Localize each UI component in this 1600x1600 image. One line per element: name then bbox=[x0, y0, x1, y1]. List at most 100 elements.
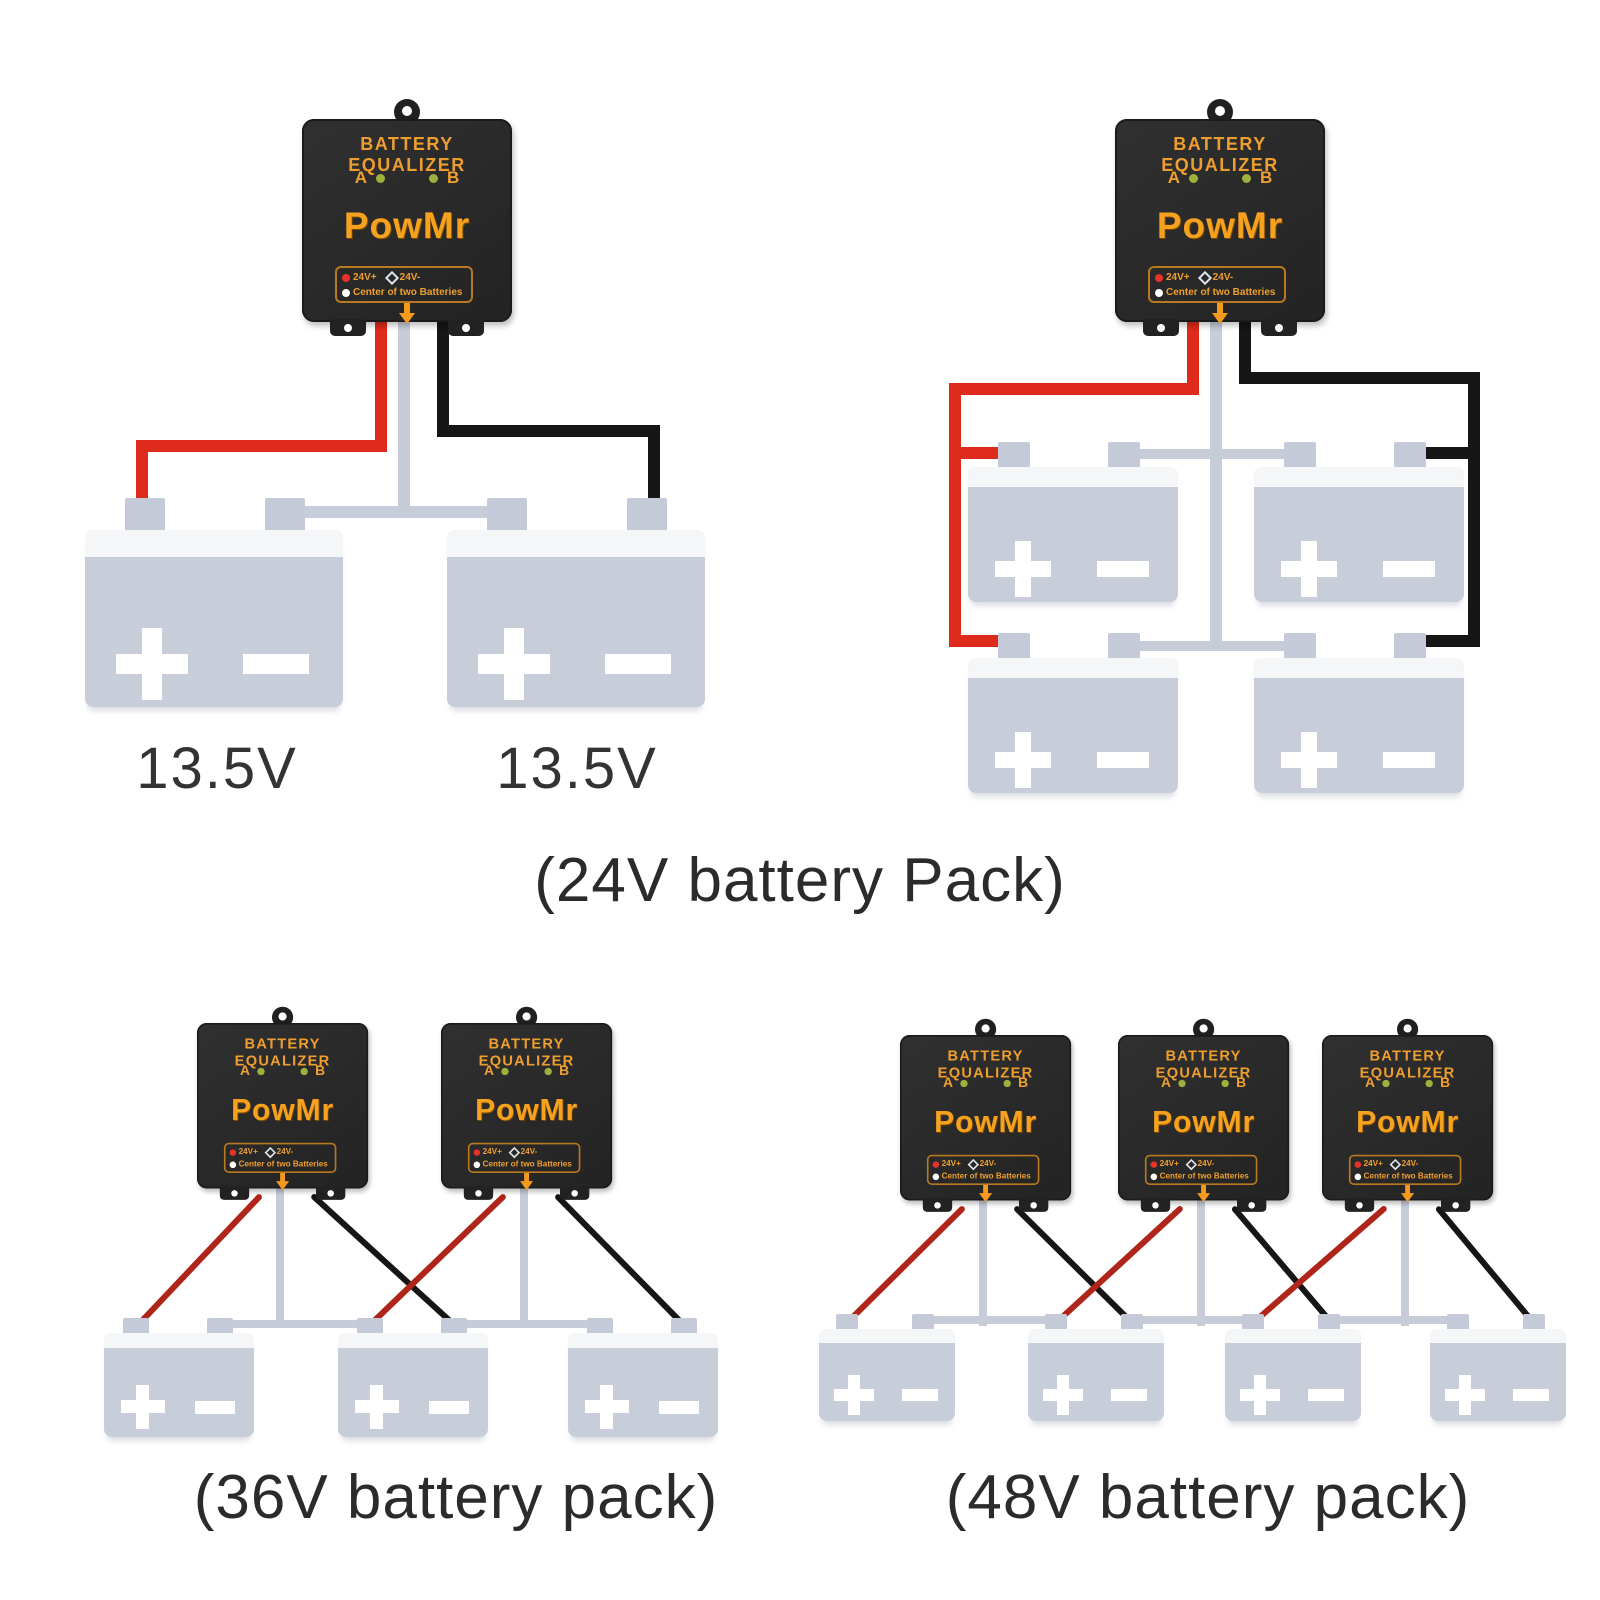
device-title: BATTERY EQUALIZER bbox=[1359, 1047, 1456, 1081]
battery-top-band bbox=[568, 1333, 718, 1348]
red-wire-segment bbox=[1187, 322, 1199, 395]
mounting-foot-icon bbox=[559, 1186, 590, 1200]
battery-positive-terminal bbox=[1447, 1314, 1469, 1331]
battery-24vpack-1 bbox=[968, 442, 1178, 602]
battery-negative-terminal bbox=[1394, 442, 1426, 469]
gray-wire-segment bbox=[979, 1200, 987, 1326]
red-wire-segment bbox=[949, 383, 1199, 395]
battery-positive-terminal bbox=[1242, 1314, 1264, 1331]
led-b-icon bbox=[544, 1067, 552, 1075]
mounting-foot-icon bbox=[1018, 1198, 1049, 1212]
led-a-icon bbox=[1178, 1079, 1186, 1087]
minus-symbol bbox=[429, 1401, 469, 1414]
battery-top-band bbox=[85, 530, 343, 557]
battery-36vpack-1 bbox=[104, 1318, 254, 1437]
led-b-label: B bbox=[1236, 1074, 1247, 1091]
white-terminal-dot-icon bbox=[1354, 1173, 1362, 1180]
equalizer-48v-2: BATTERY EQUALIZER A B PowMr 24V+ 24V- Ce bbox=[1118, 1018, 1290, 1212]
gray-wire-segment bbox=[1210, 322, 1222, 651]
battery-body bbox=[1225, 1329, 1361, 1421]
plus-symbol bbox=[1281, 732, 1337, 788]
mounting-foot-icon bbox=[1440, 1198, 1471, 1212]
gray-wire-segment bbox=[520, 1188, 528, 1328]
battery-positive-terminal bbox=[487, 498, 527, 532]
mounting-foot-icon bbox=[330, 319, 366, 336]
neg-terminal-label: 24V- bbox=[1212, 272, 1234, 283]
plus-symbol bbox=[585, 1385, 629, 1429]
pos-terminal-label: 24V+ bbox=[1159, 1159, 1179, 1169]
led-indicator-row: A B bbox=[1118, 1075, 1289, 1091]
device-body: BATTERY EQUALIZER A B PowMr 24V+ 24V- Ce bbox=[1115, 119, 1325, 336]
minus-symbol bbox=[243, 654, 309, 674]
gray-wire-segment bbox=[398, 322, 410, 518]
device-title: BATTERY EQUALIZER bbox=[1161, 134, 1279, 175]
plus-symbol bbox=[1281, 541, 1337, 597]
pos-terminal-label: 24V+ bbox=[941, 1159, 961, 1169]
battery-positive-terminal bbox=[357, 1318, 383, 1335]
red-terminal-dot-icon bbox=[229, 1148, 237, 1156]
device-body: BATTERY EQUALIZER A B PowMr 24V+ 24V- Ce bbox=[1118, 1035, 1290, 1212]
led-a-icon bbox=[960, 1079, 968, 1087]
battery-body bbox=[447, 530, 705, 707]
caption-48v-pack: (48V battery pack) bbox=[945, 1463, 1471, 1532]
led-indicator-row: A B bbox=[1115, 168, 1325, 188]
battery-top-band bbox=[1430, 1329, 1566, 1343]
mounting-foot-icon bbox=[1261, 319, 1297, 336]
red-terminal-dot-icon bbox=[1354, 1160, 1362, 1168]
plus-symbol bbox=[995, 732, 1051, 788]
battery-negative-terminal bbox=[207, 1318, 233, 1335]
white-terminal-dot-icon bbox=[342, 288, 350, 297]
led-a-label: A bbox=[1160, 1074, 1171, 1091]
led-b-label: B bbox=[315, 1062, 326, 1079]
device-body: BATTERY EQUALIZER A B PowMr 24V+ 24V- Ce bbox=[1322, 1035, 1494, 1212]
mounting-foot-icon bbox=[463, 1186, 494, 1200]
pos-terminal-label: 24V+ bbox=[1363, 1159, 1383, 1169]
led-b-label: B bbox=[1018, 1074, 1029, 1091]
device-body: BATTERY EQUALIZER A B PowMr 24V+ 24V- Ce bbox=[900, 1035, 1072, 1212]
led-b-label: B bbox=[447, 168, 460, 187]
neg-terminal-label: 24V- bbox=[979, 1159, 997, 1169]
led-b-icon bbox=[1425, 1079, 1433, 1087]
pos-terminal-label: 24V+ bbox=[353, 272, 377, 283]
terminal-label-line2: Center of two Batteries bbox=[229, 1158, 331, 1170]
battery-positive-terminal bbox=[998, 633, 1030, 660]
brand-logo: PowMr bbox=[343, 205, 471, 246]
battery-48vpack-2 bbox=[1028, 1314, 1164, 1421]
diamond-icon bbox=[264, 1146, 276, 1158]
battery-48vpack-1 bbox=[819, 1314, 955, 1421]
black-wire-segment bbox=[437, 322, 449, 437]
equalizer-48v-3: BATTERY EQUALIZER A B PowMr 24V+ 24V- Ce bbox=[1322, 1018, 1494, 1212]
led-b-icon bbox=[1242, 173, 1251, 183]
diamond-icon bbox=[967, 1158, 979, 1170]
battery-equalizer-device: BATTERY EQUALIZER A B PowMr 24V+ 24V- Ce bbox=[441, 1006, 613, 1200]
led-a-icon bbox=[501, 1067, 509, 1075]
minus-symbol bbox=[1383, 561, 1435, 577]
battery-body bbox=[1430, 1329, 1566, 1421]
terminal-label-line2: Center of two Batteries bbox=[1354, 1170, 1456, 1182]
down-arrow-icon bbox=[979, 1184, 993, 1203]
black-wire-segment bbox=[1468, 372, 1480, 647]
terminal-label-box: 24V+ 24V- Center of two Batteries bbox=[223, 1142, 337, 1173]
red-terminal-dot-icon bbox=[1150, 1160, 1158, 1168]
white-terminal-dot-icon bbox=[1150, 1173, 1158, 1180]
terminal-label-line2: Center of two Batteries bbox=[473, 1158, 575, 1170]
battery-body bbox=[338, 1333, 488, 1437]
minus-symbol bbox=[605, 654, 671, 674]
device-title: BATTERY EQUALIZER bbox=[348, 134, 466, 175]
battery-top-band bbox=[1225, 1329, 1361, 1343]
gray-wire-segment bbox=[1124, 641, 1304, 651]
diamond-icon bbox=[384, 270, 399, 285]
battery-body bbox=[104, 1333, 254, 1437]
battery-body bbox=[568, 1333, 718, 1437]
led-a-icon bbox=[257, 1067, 265, 1075]
battery-positive-terminal bbox=[587, 1318, 613, 1335]
battery-36vpack-3 bbox=[568, 1318, 718, 1437]
red-terminal-dot-icon bbox=[473, 1148, 481, 1156]
plus-symbol bbox=[478, 628, 550, 700]
led-a-label: A bbox=[1167, 168, 1180, 187]
battery-top-band bbox=[338, 1333, 488, 1348]
red-wire-diagonal bbox=[846, 1204, 967, 1324]
battery-body bbox=[85, 530, 343, 707]
white-terminal-dot-icon bbox=[932, 1173, 940, 1180]
battery-negative-terminal bbox=[1108, 633, 1140, 660]
